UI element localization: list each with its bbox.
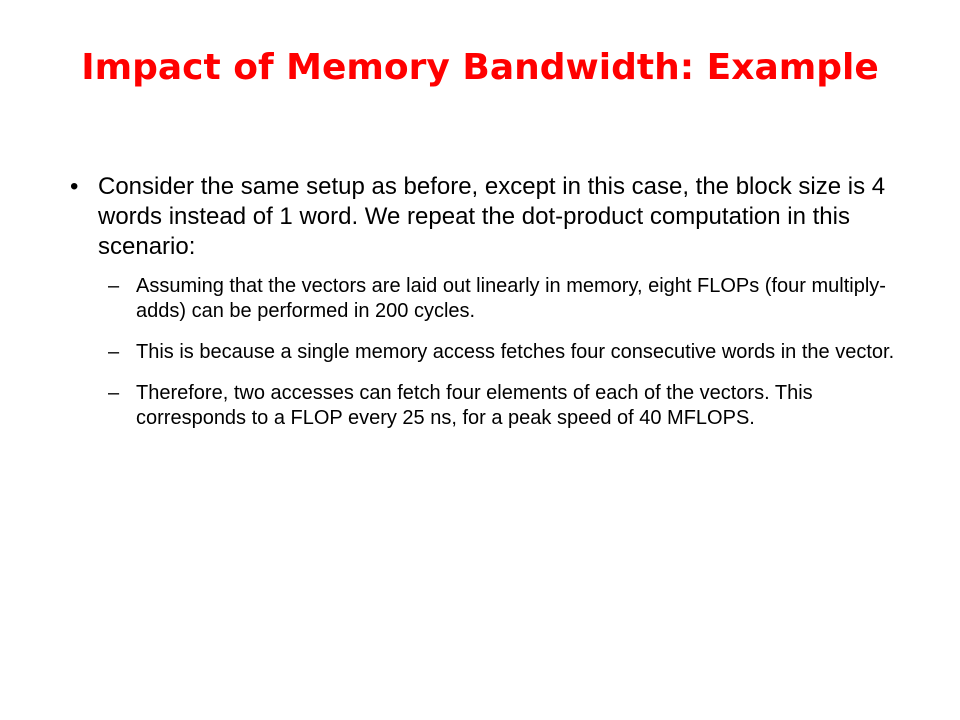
slide-title: Impact of Memory Bandwidth: Example (81, 47, 879, 88)
sub-bullet-2-text: This is because a single memory access f… (136, 341, 895, 363)
bullet-main-text: Consider the same setup as before, excep… (98, 173, 886, 260)
sub-bullet-3: – Therefore, two accesses can fetch four… (108, 381, 900, 431)
sub-bullet-1-text: Assuming that the vectors are laid out l… (136, 275, 886, 322)
sub-bullet-marker: – (108, 275, 120, 297)
sub-bullet-marker: – (108, 382, 120, 404)
sub-bullet-2: – This is because a single memory access… (108, 340, 900, 365)
sub-bullet-1: – Assuming that the vectors are laid out… (108, 274, 900, 324)
slide-body: • Consider the same setup as before, exc… (70, 172, 900, 447)
sub-bullet-3-text: Therefore, two accesses can fetch four e… (136, 382, 813, 429)
bullet-marker: • (70, 173, 79, 200)
bullet-main: • Consider the same setup as before, exc… (70, 172, 900, 262)
sub-bullet-list: – Assuming that the vectors are laid out… (70, 274, 900, 431)
sub-bullet-marker: – (108, 341, 120, 363)
